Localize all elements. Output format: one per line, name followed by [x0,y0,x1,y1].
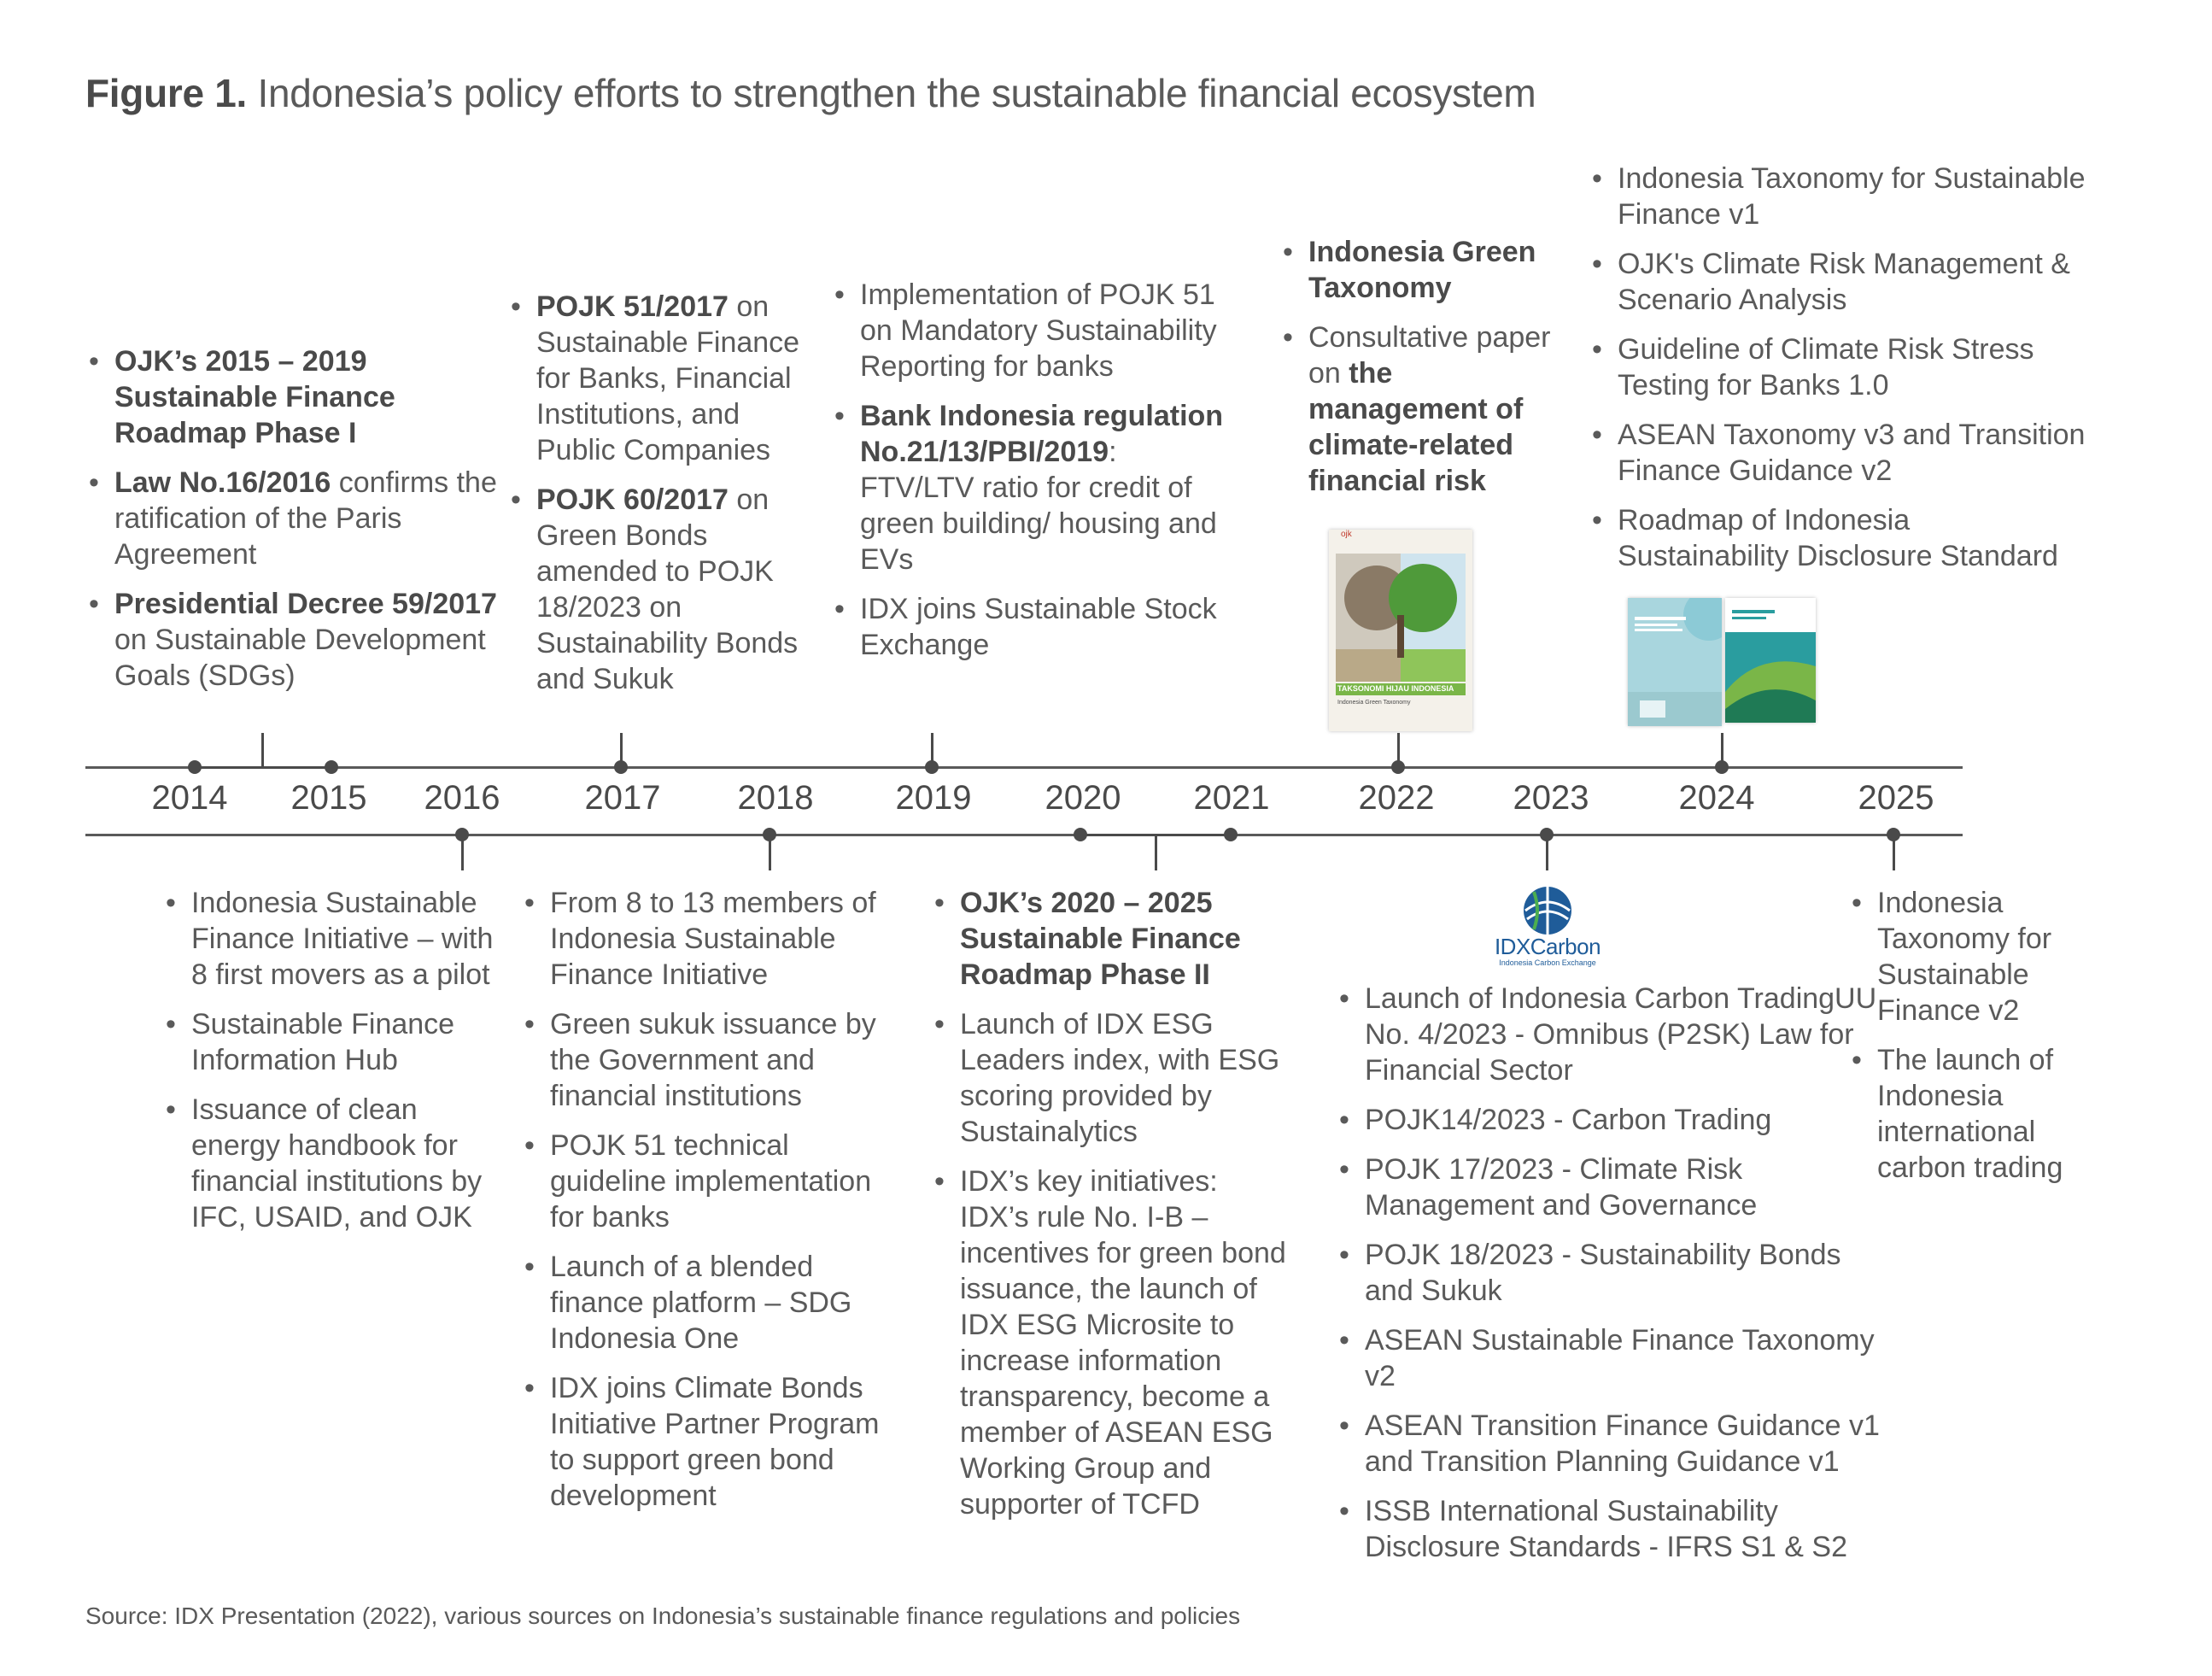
milestone-item: Launch of a blended finance platform – S… [524,1249,892,1357]
milestone-item: Launch of IDX ESG Leaders index, with ES… [934,1006,1293,1150]
connector-tick-2017 [620,733,623,767]
milestone-item: Bank Indonesia regulation No.21/13/PBI/2… [834,398,1236,577]
milestone-item: ASEAN Transition Finance Guidance v1 and… [1339,1408,1886,1480]
idx-carbon-name: IDXCarbon [1494,934,1601,959]
milestone-item: IDX joins Climate Bonds Initiative Partn… [524,1370,892,1514]
cover-subtitle: Indonesia Green Taxonomy [1337,700,1411,706]
milestones-2023: Launch of Indonesia Carbon TradingUU No.… [1339,981,1886,1579]
milestone-item: IDX’s key initiatives: IDX’s rule No. I-… [934,1163,1293,1522]
milestone-item: Issuance of clean energy handbook for fi… [166,1092,499,1235]
connector-tick-2025 [1893,835,1895,870]
green-taxonomy-cover-image: ojk TAKSONOMI HIJAU INDONESIA Indonesia … [1329,530,1472,731]
milestone-item: ASEAN Sustainable Finance Taxonomy v2 [1339,1322,1886,1394]
milestone-item: POJK14/2023 - Carbon Trading [1339,1102,1886,1138]
tree-illustration: ojk [1329,530,1472,731]
milestone-item: Indonesia Sustainable Finance Initiative… [166,885,499,993]
timeline-lower-line [85,834,1963,836]
milestone-item: POJK 60/2017 on Green Bonds amended to P… [511,482,827,697]
climate-risk-document-cover [1628,598,1722,726]
milestone-item: Indonesia Taxonomy for Sustainable Finan… [1852,885,2108,1028]
milestone-item: Launch of Indonesia Carbon TradingUU No.… [1339,981,1886,1088]
marker-2020 [1074,828,1087,841]
milestone-item: POJK 17/2023 - Climate Risk Management a… [1339,1152,1886,1223]
connector-tick-2020-2021 [1155,835,1157,870]
source-note: Source: IDX Presentation (2022), various… [85,1603,1241,1629]
milestone-item: POJK 51 technical guideline implementati… [524,1128,892,1235]
taxonomy-v1-cover-art [1725,598,1816,723]
milestones-2024: Indonesia Taxonomy for Sustainable Finan… [1592,161,2087,588]
connector-tick-2023 [1546,835,1548,870]
milestone-item: Indonesia Taxonomy for Sustainable Finan… [1592,161,2087,232]
milestone-item: Roadmap of Indonesia Sustainability Disc… [1592,502,2087,574]
idx-carbon-logo: IDXCarbon Indonesia Carbon Exchange [1488,885,1607,967]
milestone-item: Indonesia Green Taxonomy [1283,234,1573,306]
year-label: 2022 [1358,779,1435,817]
milestones-2014-2015: OJK’s 2015 – 2019 Sustainable Finance Ro… [89,343,516,707]
year-label: 2023 [1513,779,1589,817]
climate-risk-cover-art [1628,598,1722,726]
milestone-item: Implementation of POJK 51 on Mandatory S… [834,277,1236,384]
connector-tick-2019 [931,733,933,767]
milestone-item: IDX joins Sustainable Stock Exchange [834,591,1236,663]
milestone-item: OJK’s 2020 – 2025 Sustainable Finance Ro… [934,885,1293,993]
connector-tick-2016 [461,835,464,870]
year-label: 2016 [424,779,500,817]
cover-title: TAKSONOMI HIJAU INDONESIA [1337,684,1454,693]
year-label: 2025 [1858,779,1934,817]
milestone-item: Consultative paper on the management of … [1283,319,1573,499]
connector-tick-2024 [1721,733,1723,767]
milestones-2016: Indonesia Sustainable Finance Initiative… [166,885,499,1249]
milestone-item: OJK’s 2015 – 2019 Sustainable Finance Ro… [89,343,516,451]
milestones-2019: Implementation of POJK 51 on Mandatory S… [834,277,1236,677]
year-label: 2024 [1678,779,1755,817]
marker-2017 [614,760,628,774]
year-label: 2021 [1193,779,1270,817]
idx-carbon-tagline: Indonesia Carbon Exchange [1499,958,1596,967]
milestone-item: POJK 51/2017 on Sustainable Finance for … [511,289,827,468]
connector-tick-2018 [769,835,771,870]
milestone-item: ASEAN Taxonomy v3 and Transition Finance… [1592,417,2087,489]
milestone-item: Sustainable Finance Information Hub [166,1006,499,1078]
milestone-item: Guideline of Climate Risk Stress Testing… [1592,331,2087,403]
milestone-item: OJK's Climate Risk Management & Scenario… [1592,246,2087,318]
connector-tick-2014-2015 [261,733,264,767]
marker-2024 [1715,760,1729,774]
year-label: 2019 [895,779,972,817]
milestone-item: ISSB International Sustainability Disclo… [1339,1493,1886,1565]
year-label: 2017 [584,779,661,817]
year-label: 2018 [737,779,814,817]
milestone-item: POJK 18/2023 - Sustainability Bonds and … [1339,1237,1886,1309]
milestones-2025: Indonesia Taxonomy for Sustainable Finan… [1852,885,2108,1199]
taxonomy-v1-document-cover [1725,598,1816,723]
connector-bar-2020-2021 [1080,834,1234,836]
milestone-item: Green sukuk issuance by the Government a… [524,1006,892,1114]
milestones-2022: Indonesia Green Taxonomy Consultative pa… [1283,234,1573,513]
marker-2019 [925,760,939,774]
figure-title-text: Indonesia’s policy efforts to strengthen… [257,71,1536,115]
year-label: 2020 [1045,779,1121,817]
milestones-2017: POJK 51/2017 on Sustainable Finance for … [511,289,827,711]
milestone-item: Law No.16/2016 confirms the ratification… [89,465,516,572]
figure-title: Figure 1. Indonesia’s policy efforts to … [85,70,1536,116]
timeline-upper-line [85,766,1963,769]
milestones-2020-2021: OJK’s 2020 – 2025 Sustainable Finance Ro… [934,885,1293,1536]
connector-bar-2014-2015 [195,766,331,769]
marker-2022 [1391,760,1405,774]
marker-2015 [325,760,338,774]
marker-2021 [1224,828,1238,841]
milestones-2018: From 8 to 13 members of Indonesia Sustai… [524,885,892,1527]
milestone-item: Presidential Decree 59/2017 on Sustainab… [89,586,516,694]
globe-icon [1524,887,1571,935]
connector-tick-2022 [1397,733,1400,767]
figure-label: Figure 1. [85,71,248,115]
marker-2014 [188,760,202,774]
year-label: 2015 [290,779,367,817]
year-label: 2014 [151,779,228,817]
milestone-item: From 8 to 13 members of Indonesia Sustai… [524,885,892,993]
milestone-item: The launch of Indonesia international ca… [1852,1042,2108,1186]
svg-text:ojk: ojk [1341,530,1353,539]
